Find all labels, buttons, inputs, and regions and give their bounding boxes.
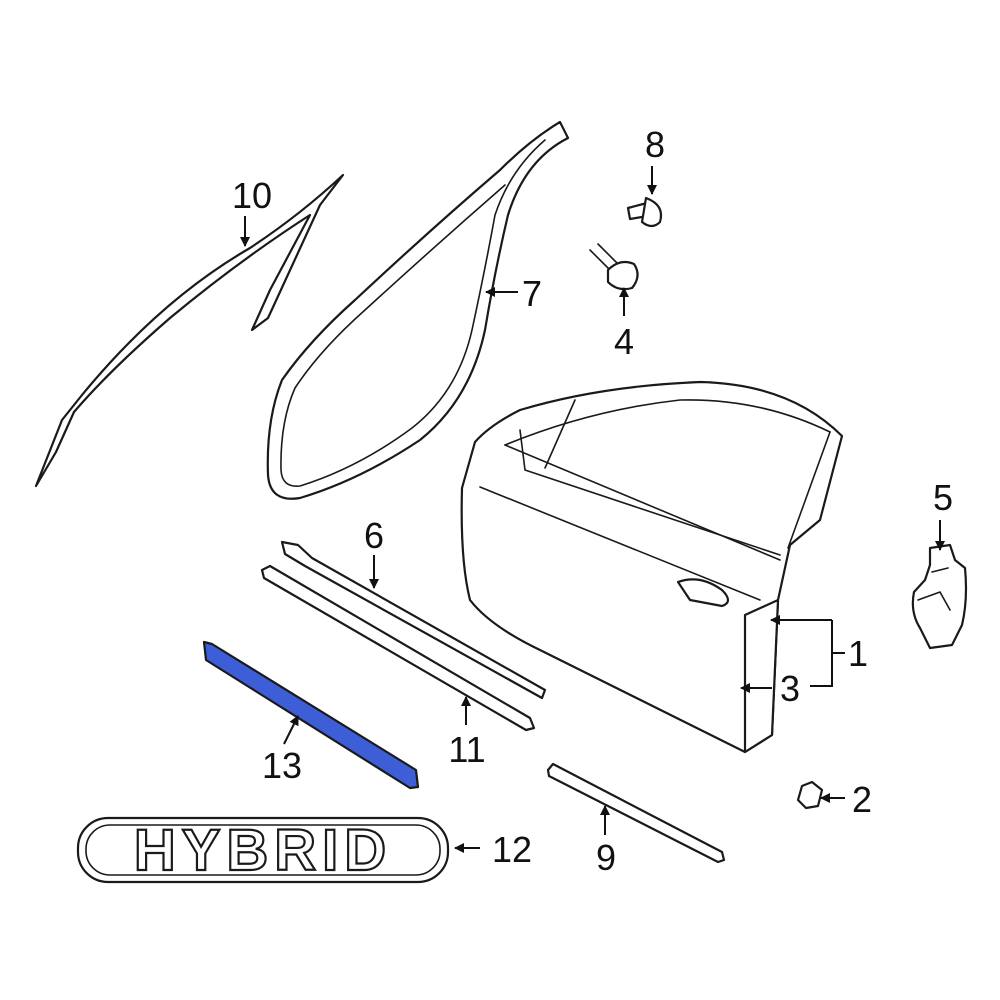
front-door-part[interactable] — [460, 380, 844, 754]
inner-weatherstrip-part[interactable] — [260, 564, 536, 732]
callout-6: 6 — [364, 515, 384, 556]
roof-molding-part[interactable] — [34, 173, 345, 488]
callout-9: 9 — [596, 837, 616, 878]
callout-10: 10 — [232, 175, 272, 216]
body-side-molding-part[interactable] — [202, 640, 420, 790]
door-weatherstrip-part[interactable] — [266, 120, 570, 500]
callout-2: 2 — [852, 779, 872, 820]
hybrid-emblem-part[interactable]: HYBRID — [76, 816, 450, 884]
door-check-part[interactable] — [911, 543, 968, 650]
belt-molding-part[interactable] — [280, 540, 547, 700]
rocker-molding-part[interactable] — [546, 762, 726, 864]
callout-4: 4 — [614, 321, 634, 362]
callout-13: 13 — [262, 745, 302, 786]
callout-5: 5 — [933, 477, 953, 518]
callout-11: 11 — [448, 729, 485, 770]
leader-lines — [240, 166, 945, 853]
callout-8: 8 — [645, 124, 665, 165]
callout-7: 7 — [522, 273, 542, 314]
callout-labels: 10 7 8 4 6 5 1 3 11 13 2 12 9 — [232, 124, 953, 878]
callout-3: 3 — [780, 668, 800, 709]
callout-12: 12 — [492, 829, 532, 870]
small-clip-part[interactable] — [796, 780, 824, 810]
clip-part[interactable] — [626, 196, 663, 228]
emblem-text: HYBRID — [134, 818, 392, 883]
bolt-part[interactable] — [589, 243, 639, 291]
callout-1: 1 — [848, 633, 868, 674]
